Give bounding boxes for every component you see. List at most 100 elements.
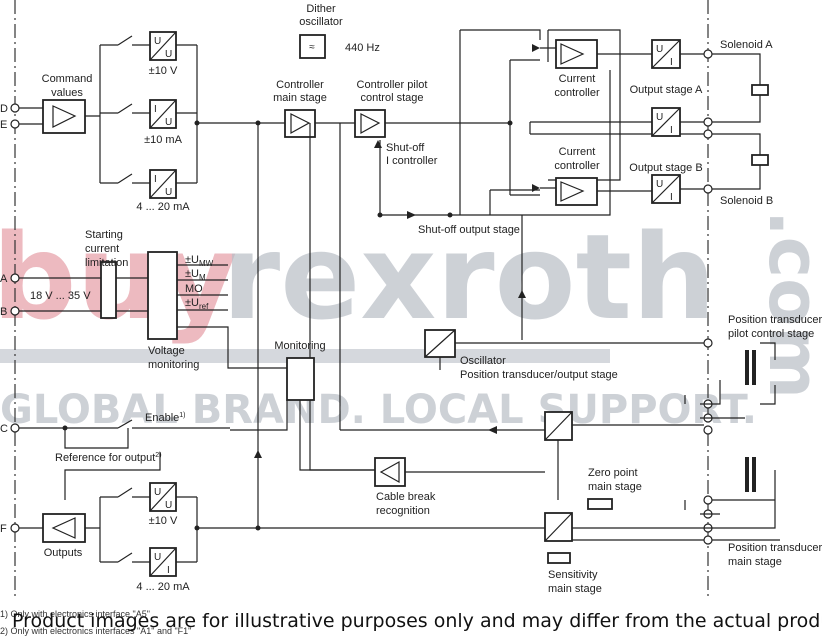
ac-icon: ≈ [309, 42, 315, 53]
ctrl-main-label-2: main stage [273, 92, 327, 104]
pos-main-label: Position transducer [728, 542, 822, 554]
solenoid-a-label: Solenoid A [720, 39, 773, 51]
amplifier-icon [52, 105, 77, 128]
svg-text:I: I [670, 192, 673, 203]
pos-pilot-label: Position transducer [728, 314, 822, 326]
cable-break-label-2: recognition [376, 505, 430, 517]
current-ctrl-b-label: Current [559, 146, 596, 158]
enable-label: Enable1) [145, 412, 186, 424]
terminal-a [10, 273, 20, 283]
cable-break-block [374, 457, 406, 487]
svg-text:I: I [154, 104, 157, 115]
svg-text:U: U [154, 36, 161, 47]
dither-label-2: oscillator [299, 16, 343, 28]
terminal-b-label: B [0, 306, 7, 318]
sensitivity-label: Sensitivity [548, 569, 598, 581]
starting-label-1: Starting [85, 229, 123, 241]
output-range-10v: ±10 V [149, 515, 178, 527]
shutoff-i-label-2: I controller [386, 155, 438, 167]
monitoring-label: Monitoring [274, 340, 325, 352]
terminal-d [10, 103, 20, 113]
starting-current-limiter [100, 261, 117, 319]
sensitivity-pot [547, 552, 571, 564]
signal-um: ±UM [185, 268, 206, 282]
terminal-d-label: D [0, 103, 8, 115]
terminal-c-label: C [0, 423, 8, 435]
voltage-mon-label: Voltage [148, 345, 185, 357]
signal-mo: MO [185, 283, 203, 295]
cable-break-label: Cable break [376, 491, 436, 503]
sensitivity-label-2: main stage [548, 583, 602, 595]
zero-point-label-2: main stage [588, 481, 642, 493]
ctrl-pilot-label: Controller pilot [357, 79, 428, 91]
controller-pilot-stage [354, 109, 386, 138]
supply-voltage: 18 V ... 35 V [30, 290, 91, 302]
output-stage-middle: UI [651, 107, 681, 137]
terminals-left: D E A B C F [0, 103, 20, 535]
svg-text:I: I [670, 125, 673, 136]
svg-text:I: I [670, 57, 673, 68]
current-ctrl-b-label-2: controller [554, 160, 600, 172]
current-ctrl-a-label: Current [559, 73, 596, 85]
dither-oscillator-block [299, 34, 326, 59]
outputs-label: Outputs [44, 547, 83, 559]
watermark: buy rexroth .com GLOBAL BRAND. LOCAL SUP… [0, 208, 822, 433]
svg-text:U: U [165, 500, 172, 511]
shutoff-i-label: Shut-off [386, 142, 425, 154]
shutoff-output-label: Shut-off output stage [418, 224, 520, 236]
ctrl-pilot-label-2: control stage [361, 92, 424, 104]
svg-text:I: I [154, 174, 157, 185]
starting-label-2: current [85, 243, 119, 255]
converter-uu-output: UU [149, 482, 177, 512]
pos-main-label-2: main stage [728, 556, 782, 568]
watermark-band [0, 349, 610, 363]
watermark-buy: buy [0, 208, 237, 346]
terminals-right [703, 49, 713, 545]
converter-ui-output: UI [149, 547, 177, 577]
voltage-monitoring-block [147, 251, 178, 340]
watermark-com: .com [753, 210, 822, 399]
starting-label-3: limitation [85, 257, 128, 269]
watermark-rexroth: rexroth [222, 208, 716, 346]
converter-uu-top: UU [149, 31, 177, 61]
terminal-b [10, 306, 20, 316]
converter-iu-middle: IU [149, 99, 177, 129]
output-stage-a-label: Output stage A [630, 84, 703, 96]
monitoring-block [286, 357, 315, 401]
converter-iu-bottom: IU [149, 169, 177, 199]
ctrl-main-label: Controller [276, 79, 324, 91]
output-stage-b: UI [651, 174, 681, 204]
output-range-4-20ma: 4 ... 20 mA [136, 581, 190, 593]
terminal-f-label: F [0, 523, 7, 535]
zero-point-label: Zero point [588, 467, 638, 479]
svg-text:U: U [154, 552, 161, 563]
current-ctrl-a-label-2: controller [554, 87, 600, 99]
pos-output-label: Position transducer/output stage [460, 369, 618, 381]
range-10ma: ±10 mA [144, 134, 182, 146]
current-controller-b [555, 177, 598, 206]
dither-frequency: 440 Hz [345, 42, 380, 54]
range-10v: ±10 V [149, 65, 178, 77]
solenoid-a-coil [751, 84, 769, 96]
svg-text:I: I [167, 565, 170, 576]
solenoid-b-coil [751, 154, 769, 166]
svg-text:U: U [656, 179, 663, 190]
terminal-f [10, 523, 20, 533]
current-controller-a [555, 39, 598, 69]
oscillator-label: Oscillator [460, 355, 506, 367]
terminal-e-label: E [0, 119, 7, 131]
disclaimer: Product images are for illustrative purp… [12, 610, 822, 632]
watermark-slogan: GLOBAL BRAND. LOCAL SUPPORT. [0, 387, 757, 433]
svg-text:U: U [154, 487, 161, 498]
transformer-main [752, 457, 756, 492]
pos-pilot-label-2: pilot control stage [728, 328, 814, 340]
solenoid-b-label: Solenoid B [720, 195, 773, 207]
signal-uref: ±Uref [185, 297, 209, 311]
reference-label: Reference for output2) [55, 452, 162, 464]
svg-text:U: U [656, 44, 663, 55]
voltage-mon-label-2: monitoring [148, 359, 199, 371]
outputs-block [42, 513, 86, 543]
range-4-20ma: 4 ... 20 mA [136, 201, 190, 213]
command-values-block [42, 99, 86, 134]
